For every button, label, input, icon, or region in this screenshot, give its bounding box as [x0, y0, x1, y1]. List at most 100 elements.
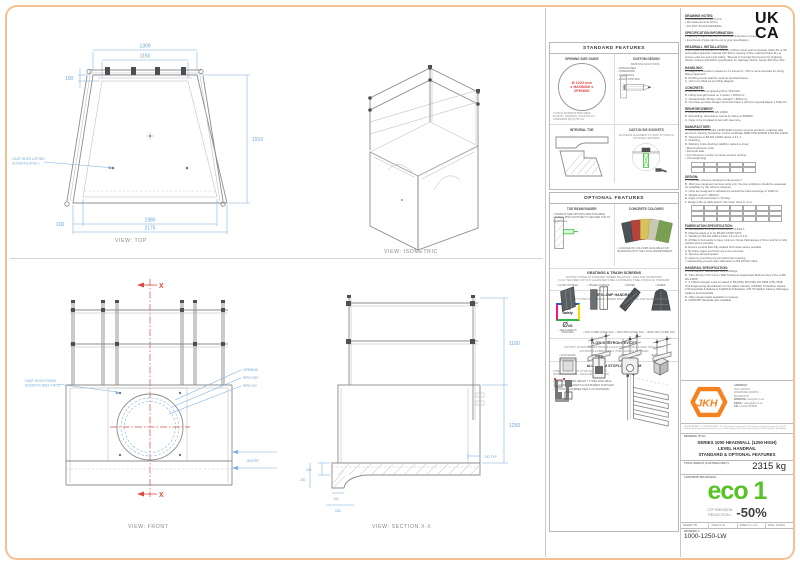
notes-section-reinforcement: REINFORCEMENT: A. Reinforcement to BS EN…	[685, 107, 789, 122]
concrete-colours-item: A RANGE OF COLOURS AVAILABLE FOR BLENDIN…	[618, 247, 676, 255]
view-isometric-label: VIEW: ISOMETRIC	[384, 249, 438, 255]
view-section-label: VIEW: SECTION X-X	[372, 524, 432, 530]
gratings-note2: FULLY SECURED, HOT DIP GALVANISED STEEL …	[558, 279, 670, 283]
flow-label-flap: FLAP VALVES	[559, 355, 576, 358]
note-line: I. Galvanising process after fabrication…	[685, 259, 759, 264]
notes-list: A. Kee Klamp® Galvanised Size 8 Fittings…	[685, 270, 789, 302]
dim-top-offset: 100	[65, 76, 74, 82]
max-opening-diameter: Ø 1022 mm	[571, 80, 592, 85]
leader-lifting-sockets-line2: SOCKETS (4 NO.)	[12, 162, 39, 166]
note-line: D. Marking: Units shall be indelibly mar…	[685, 142, 750, 147]
colour-swatches	[620, 218, 673, 243]
notes-list: • All dimensions in mm U.O.S.• All measu…	[685, 16, 789, 29]
date: DATE: 12/2024	[767, 523, 785, 527]
toe-beam-item: VARIOUS SIZE OPTIONS ARE AVAILABLE	[553, 213, 611, 217]
leader-opening: OPENING	[243, 368, 259, 372]
dim-toe-projection: 150	[335, 509, 341, 513]
section-marker-top: X	[159, 283, 164, 290]
toe-beam-items: VARIOUS SIZE OPTIONS ARE AVAILABLEDOWEL …	[553, 213, 611, 225]
flush-grating-icon	[559, 285, 576, 312]
gratings-note1: FACTORY FITTED AS STANDARD (WHERE PRACTI…	[565, 276, 663, 279]
stoplog-left: CHANNELS FACTORY FITTED AS STANDARD (WHE…	[553, 370, 616, 428]
standard-features-title: STANDARD FEATURES	[550, 43, 678, 54]
custom-design-title: CUSTOM DESIGN	[632, 57, 660, 61]
hinged-grating-icon	[589, 285, 608, 310]
pencil-ruler-icon	[619, 75, 652, 98]
kee-logo-line1: Kee	[564, 307, 571, 312]
ukca-mark: UK CA	[751, 11, 782, 44]
jkh-logo: JKH	[690, 386, 728, 418]
divider-vertical-1	[545, 8, 546, 557]
eco-logo: eco 1	[707, 477, 768, 506]
stoplog-iso-diagram	[626, 371, 671, 427]
notes-section-installation: HEADWALL INSTALLATION: Units should be b…	[685, 45, 789, 63]
drawing-number-value: 1000-1250-LW	[684, 532, 727, 540]
kee-size-mark: Ø#8	[562, 321, 573, 329]
top-leader: CAST IN S/S LIFTING SOCKETS (4 NO.)	[12, 157, 113, 170]
top-centre-marks	[111, 132, 189, 170]
leader-lifting-sockets-line1: CAST IN S/S LIFTING	[12, 157, 45, 161]
notes-heading: FABRICATION SPECIFICATION:	[685, 224, 733, 229]
note-line: B. Tube 48.3mm OD 3.2mm Wall Thickness G…	[685, 273, 786, 281]
website-value[interactable]: www.jkh.co.uk	[747, 398, 764, 401]
ukca-line2: CA	[755, 24, 780, 42]
notes-section-manufacture: MANUFACTURE: A. Manufacture to BS EN 133…	[685, 125, 789, 173]
note-line: A. Kee Klamp® Galvanised Size 8 Fittings…	[685, 269, 739, 274]
note-line: Units should be bedded on minimum 150mm …	[685, 47, 787, 63]
dim-base-outer: 2175	[144, 226, 155, 232]
drawing-title-row: DRAWING TITLE: SERIES 1000 HEADWALL (125…	[681, 432, 793, 460]
issue-number: ISSUE #: 01	[709, 522, 738, 528]
note-line: E. Angle of internal friction = 30 Deg.	[685, 196, 731, 201]
cast-in-sockets-title: CAST-IN S/S SOCKETS	[628, 128, 664, 132]
custom-design-item: FLOW CONTROL	[618, 78, 640, 82]
dim-wall-height: 1250	[509, 423, 520, 429]
notes-heading: REINFORCEMENT:	[685, 107, 714, 112]
note-line: C. Finishing:	[685, 138, 701, 143]
front-opening	[110, 393, 190, 461]
notes-heading: HANDRAIL SPECIFICATION:	[685, 266, 728, 271]
email-value[interactable]: sales@jkh.co.uk	[743, 401, 763, 405]
flow-control-title: FLOW CONTROL DEVICES	[550, 338, 678, 346]
handrail-label-fully-fixed: FULLY FIXED (CODE: K03)	[584, 332, 614, 335]
cast-in-sockets-cell: CAST-IN S/S SOCKETS ACCURATE ALIGNMENT T…	[615, 125, 679, 183]
notes-heading: HANDLING:	[685, 65, 703, 70]
leader-fixing-sockets-line1: CAST IN S/S FIXING	[25, 379, 57, 383]
top-walls	[72, 74, 228, 204]
stoplog-channel-icon	[554, 378, 569, 403]
note-line: C. Welding to BS EN 1090-2 Parts 1.5.4 &…	[685, 234, 748, 239]
note-line: B. JKH have designed concrete units only…	[685, 181, 787, 190]
note-line: A. Concrete structure designed to Euroco…	[685, 178, 743, 183]
address-line: MILVERTON	[734, 394, 749, 398]
tel-value: 01234 567890	[740, 405, 758, 408]
note-line: B. Tolerances to BS EN 13369 clause 4.3.…	[685, 134, 742, 139]
note-line: A. Min 40 N Self-compacting DC4 / DS4 Mi…	[685, 89, 741, 94]
notes-section-spec-info: SPECIFICATION INFORMATION: • Opening in …	[685, 31, 789, 42]
note-line: • All dimensions in mm U.O.S.	[685, 16, 723, 21]
address-line: JKH LIMITED	[734, 387, 750, 391]
leader-pipe-id: PIPE I/D*	[243, 384, 258, 388]
sheet-number: SHEET #: 1 of 1	[738, 522, 766, 528]
socket-diagram	[632, 143, 668, 173]
total-weight-label: TOTAL WEIGHT (CASTINGS ONLY):	[684, 462, 730, 466]
confidential-note: PROPRIETARY & CONFIDENTIAL: The informat…	[681, 423, 793, 433]
revision-info-row: DRAWN: PN ISSUE #: 01 SHEET #: 1 of 1 DA…	[681, 521, 793, 529]
notes-list: A. Manufacture to BS EN 1090-2 EXC CLASS…	[685, 228, 789, 264]
eco-subtext: CO² EMISSION REDUCTION ↓	[707, 508, 733, 517]
dim-toe-depth: 300	[300, 478, 306, 482]
view-top-drawing: 1309 1150 100 1910 1980 2175 100 CAST IN…	[12, 44, 263, 234]
stoplog-items: VARIOUS BOARD HEIGHT / TYPES AVAILABLELO…	[553, 380, 616, 392]
custom-design-subtitle: BESPOKE SOLUTIONS...	[631, 62, 662, 66]
sheet-border	[5, 5, 795, 560]
note-line: C. Characteristic 28 day cube strength =…	[685, 96, 749, 101]
domed-grating-icon	[650, 288, 671, 311]
opening-size-guide-cell: OPENING SIZE GUIDE Ø 1022 mm ◄ MAXIMUM ►…	[550, 54, 615, 124]
grating-label-domed: DOMED	[655, 285, 666, 288]
view-section-drawing: 1100 1250 100 TYP 100 300 100 150	[300, 295, 520, 513]
note-line: C. Cage to be insulated & tied with stee…	[685, 117, 742, 122]
drawing-title-label: DRAWING TITLE:	[684, 435, 707, 439]
note-line: F. Design Lifts as table below* (all cro…	[685, 199, 753, 204]
note-line: C. Units are designed to withstand a ver…	[685, 189, 780, 194]
stoplog-item: ANCHORS & RUBBER SEALS AS STANDARD	[553, 388, 616, 392]
